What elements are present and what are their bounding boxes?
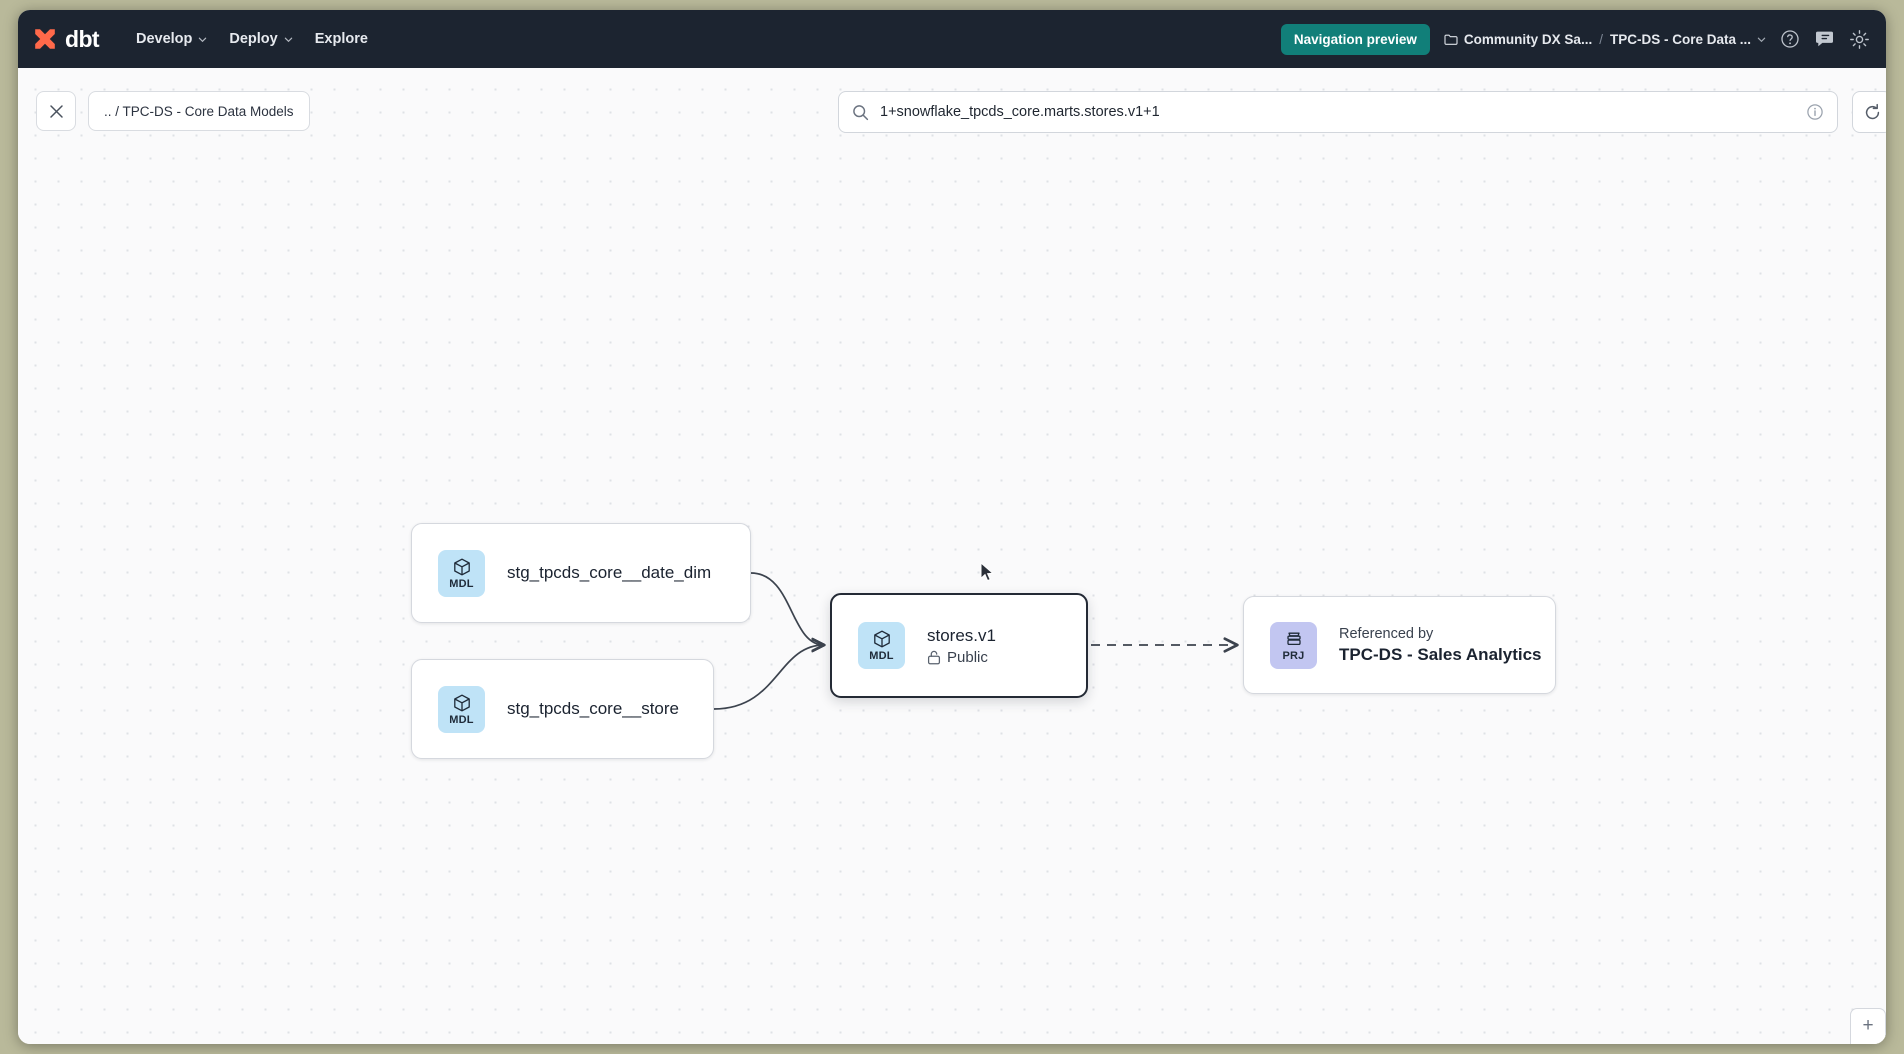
search-icon (853, 104, 869, 120)
breadcrumb-project[interactable]: TPC-DS - Core Data ... (1610, 32, 1766, 47)
breadcrumb-project-label: TPC-DS - Core Data ... (1609, 31, 1751, 47)
feedback-icon[interactable] (1814, 29, 1835, 49)
cube-icon (453, 694, 470, 711)
node-text-stack: stores.v1 Public (927, 626, 996, 666)
refresh-button[interactable] (1852, 91, 1886, 133)
breadcrumb-separator: / (1599, 31, 1603, 47)
chevron-down-icon (1757, 37, 1766, 42)
graph-node-referenced-by-project[interactable]: PRJ Referenced by TPC-DS - Sales Analyti… (1243, 596, 1556, 694)
unlock-icon (927, 650, 941, 664)
info-icon[interactable] (1806, 103, 1824, 121)
node-access-label: Public (947, 648, 988, 666)
graph-edges (713, 572, 1886, 710)
nav-item-deploy[interactable]: Deploy (218, 24, 303, 54)
edge-store-to-stores (713, 645, 824, 710)
nav-item-develop-label: Develop (135, 31, 193, 47)
graph-breadcrumb-pill[interactable]: .. / TPC-DS - Core Data Models (88, 91, 310, 131)
search-input[interactable]: 1+snowflake_tpcds_core.marts.stores.v1+1 (880, 104, 1160, 120)
graph-node-stg-store[interactable]: MDL stg_tpcds_core__store (411, 659, 714, 759)
zoom-in-button[interactable]: + (1851, 1009, 1885, 1044)
nav-item-deploy-label: Deploy (229, 31, 278, 47)
cube-icon (453, 558, 470, 575)
chevron-down-icon (284, 37, 292, 42)
graph-node-stores-v1[interactable]: MDL stores.v1 Public (830, 593, 1088, 698)
node-title: TPC-DS - Sales Analytics (1339, 644, 1542, 664)
breadcrumb-account[interactable]: Community DX Sa... (1444, 32, 1592, 47)
breadcrumb-account-label: Community DX Sa... (1463, 31, 1593, 47)
graph-node-stg-date-dim[interactable]: MDL stg_tpcds_core__date_dim (411, 523, 751, 623)
node-title: stg_tpcds_core__store (507, 699, 679, 718)
chevron-down-icon (199, 37, 207, 42)
top-navigation-right: Navigation preview Community DX Sa... / … (1280, 23, 1870, 55)
layers-icon (1286, 632, 1301, 645)
node-title: stores.v1 (927, 625, 996, 645)
mouse-cursor (980, 562, 995, 582)
edge-date-dim-to-stores (750, 572, 824, 645)
dbt-x-icon (35, 29, 55, 49)
brand-text: dbt (65, 25, 100, 52)
project-badge: PRJ (1270, 621, 1317, 669)
lineage-graph-canvas[interactable]: .. / TPC-DS - Core Data Models 1+snowfla… (18, 68, 1886, 1044)
search-bar[interactable]: 1+snowflake_tpcds_core.marts.stores.v1+1 (838, 91, 1838, 133)
node-text-stack: Referenced by TPC-DS - Sales Analytics (1339, 626, 1542, 665)
node-access: Public (927, 649, 996, 666)
help-icon[interactable] (1780, 29, 1800, 49)
model-badge-label: MDL (449, 577, 474, 590)
app-window: dbt Develop Deploy Explore Navigation pr… (18, 10, 1886, 1044)
breadcrumb: Community DX Sa... / TPC-DS - Core Data … (1444, 32, 1766, 47)
navigation-preview-badge[interactable]: Navigation preview (1280, 23, 1430, 55)
cube-icon (873, 630, 890, 648)
node-title: stg_tpcds_core__date_dim (507, 563, 712, 582)
zoom-controls: + − (1850, 1008, 1886, 1044)
nav-item-explore-label: Explore (314, 31, 368, 47)
dbt-logo[interactable]: dbt (32, 25, 100, 53)
model-badge: MDL (438, 549, 485, 597)
top-navigation-bar: dbt Develop Deploy Explore Navigation pr… (18, 10, 1886, 68)
model-badge-label: MDL (869, 650, 894, 662)
model-badge: MDL (858, 622, 905, 669)
node-kicker: Referenced by (1339, 625, 1434, 642)
model-badge: MDL (438, 685, 485, 733)
project-badge-label: PRJ (1282, 649, 1305, 662)
settings-gear-icon[interactable] (1849, 29, 1870, 50)
nav-item-develop[interactable]: Develop (125, 24, 218, 54)
close-icon (49, 104, 63, 118)
model-badge-label: MDL (449, 713, 474, 726)
refresh-icon (1865, 103, 1879, 119)
nav-item-explore[interactable]: Explore (304, 24, 379, 54)
folder-icon (1444, 34, 1458, 45)
close-button[interactable] (36, 91, 76, 131)
